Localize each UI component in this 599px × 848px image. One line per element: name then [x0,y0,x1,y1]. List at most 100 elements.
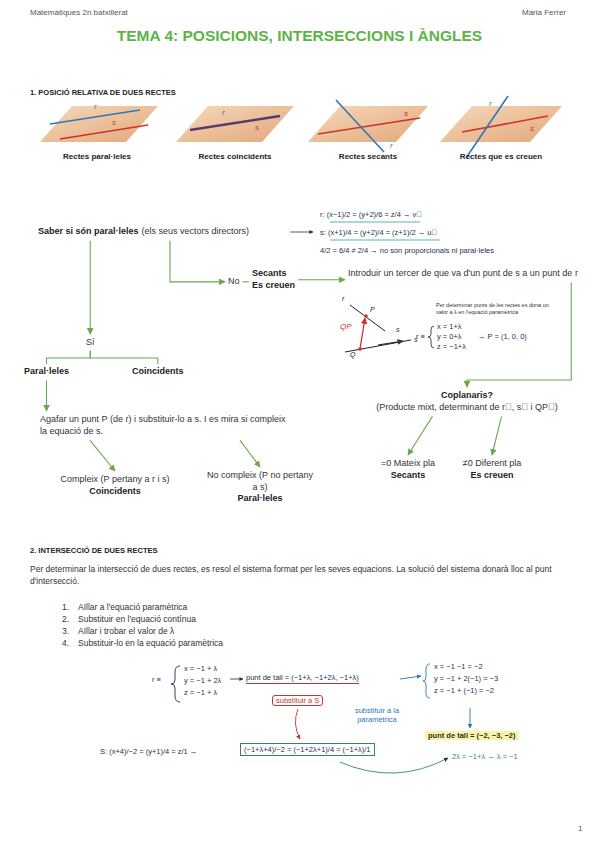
pointer-arrow [290,232,313,233]
note-text: Aïllar i trobar el valor de λ [78,626,174,638]
drawing-circle [364,314,368,318]
drawing-circle [358,347,362,351]
note-text: → P = (1, 0, 0) [478,332,527,341]
flow-step: Introduir un tercer de que va d'un punt … [348,268,583,280]
flow-step: No [228,276,240,288]
note-text: (−1+λ+4)/−2 = (−1+2λ+1)/4 = (−1+λ)/1 [240,743,375,756]
note-text: Rectes coincidents [170,152,300,162]
drawing-line [50,110,140,124]
coincident-lines-figure [176,106,294,142]
drawing-line [60,125,148,139]
flow-arrow [90,351,157,364]
note-text: s: (x+1)/4 = (y+2)/4 = (z+1)/2 → u⃗ [320,228,437,237]
note-text: x = −1 −1 = −2 [434,662,483,671]
note-text: Aïllar a l'equació paramètrica [78,602,187,614]
pointer-arrow [230,679,243,680]
flow-arrow [298,279,345,280]
flow-arrow [170,241,225,282]
note-text: 2. [62,614,69,626]
step-text: Compleix (P pertany a r i s) [40,474,190,486]
pointer-arrow [470,708,471,728]
flow-arrow [90,440,115,471]
drawing-line [345,340,411,352]
drawing-line [360,318,365,349]
drawing-line [336,100,384,152]
system-brace [423,664,430,698]
highlight-underline [330,239,440,241]
highlight-underline [330,221,420,223]
note-text: z = −1 + λ [184,688,217,697]
note-text: r [390,141,393,151]
note-text: punt de tall = (−2, −3, −2) [425,731,519,740]
drawing-line [462,116,548,132]
step-text: (Producte mixt, determinant de r⃗, s⃗ i … [352,402,582,414]
note-text: 2λ = −1+λ → λ = −1 [452,752,518,761]
note-text: Rectes paral·leles [32,152,162,162]
note-text: QP⃗ [340,322,358,332]
step-text: Introduir un tercer de que va d'un punt … [348,268,583,280]
flow-arrow [47,351,91,364]
note-text: y = 0+λ [437,332,462,341]
note-text: 1. POSICIÓ RELATIVA DE DUES RECTES [30,88,176,97]
note-text: Matemàtiques 2n batxillerat [30,8,128,18]
note-text: Rectes que es creuen [436,152,566,162]
page-title: TEMA 4: POSICIONS, INTERSECCIONS I ÀNGLE… [0,27,599,46]
flow-arrow [240,440,260,467]
step-text: Saber si són paral·leles [38,226,139,236]
flow-step: ≠0 Diferent plaEs creuen [452,458,532,481]
flow-step: Paral·leles [24,366,69,378]
flow-step: Coincidents [132,366,184,378]
note-text: y = −1 + 2(−1) = −3 [434,674,498,683]
step-text: Coplanaris? [352,390,582,402]
note-text: r ≡ [152,675,161,684]
flow-arrow [243,281,249,282]
note-text: x = −1 + λ [184,664,217,673]
pointer-arrow [295,709,300,739]
step-text: Paral·leles [24,366,69,378]
note-text: r [489,99,492,109]
note-text: Q [350,351,355,359]
flow-arrow [46,381,47,411]
step-text: Sí [86,337,95,349]
step-text: Secants [252,268,295,280]
step-text: No [228,276,240,288]
note-text: 3. [62,626,69,638]
note-text: r ≡ [416,332,425,341]
drawing-line [318,118,420,134]
flow-step: No compleix (P no pertany a s)Paral·lele… [205,470,315,505]
flow-step: Saber si són paral·leles(els seus vector… [38,226,249,238]
note-text: y = −1 + 2λ [184,676,221,685]
note-text: substituir a la paramètrica [340,706,414,724]
note-text: substituir a S [272,695,323,706]
drawing-line [378,341,403,345]
note-text: r [342,295,344,303]
drawing-line [190,116,280,130]
flow-step: Compleix (P pertany a r i s)Coincidents [40,474,190,497]
step-text: Agafar un punt P (de r) i substituir-lo … [40,414,290,437]
system-brace [428,326,434,348]
note-text: s [255,123,259,133]
step-text: Coincidents [132,366,184,378]
flow-arrow [90,241,91,334]
note-text: r [94,102,97,112]
system-brace [171,666,180,702]
note-text: s [404,109,408,119]
note-text: s⃗ [396,326,405,334]
drawing-polygon [440,106,562,142]
step-text: =0 Mateix pla [372,458,444,470]
note-text: Substituir en l'equació contínua [78,614,196,626]
note-text: r [222,108,225,118]
flow-step: Sí [86,337,95,349]
note-text: P [370,306,375,314]
parallel-lines-figure [40,106,158,142]
note-text: x = 1+λ [437,322,462,331]
step-text: (els seus vectors directors) [142,226,250,236]
note-text: Substituir-lo en la equació paramètrica [78,638,223,650]
skew-lines-figure [440,96,562,158]
drawing-line [466,96,508,158]
note-text: Per determinar punts de les rectes es do… [436,302,560,316]
note-text: s [530,124,534,134]
step-text: Secants [372,470,444,482]
note-text: punt de tall = (−1+λ, −1+2λ, −1+λ) [246,673,359,684]
drawing-polygon [308,106,428,142]
